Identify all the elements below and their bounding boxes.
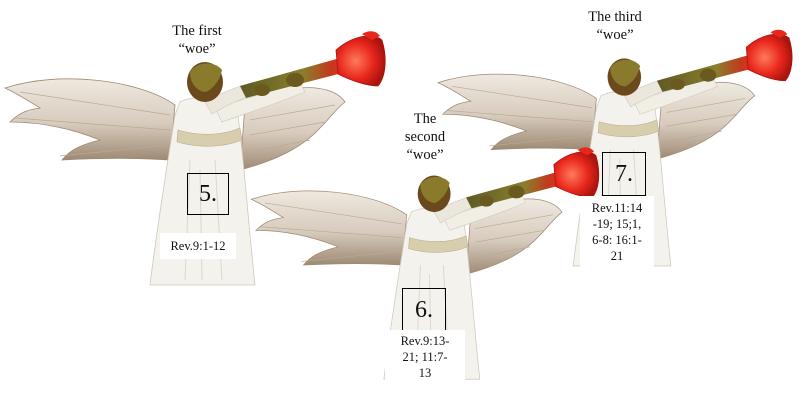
caption-second-woe: The second “woe” [380, 110, 470, 164]
trumpet-number-5: 5. [187, 173, 229, 215]
caption-third-woe: The third “woe” [570, 8, 660, 44]
caption-first-woe: The first “woe” [152, 22, 242, 58]
trumpet-number-7: 7. [602, 152, 646, 196]
scripture-reference-second: Rev.9:13- 21; 11:7- 13 [385, 330, 465, 384]
scripture-reference-first: Rev.9:1-12 [160, 233, 236, 259]
scripture-reference-third: Rev.11:14 -19; 15;1, 6-8: 16:1- 21 [580, 196, 654, 268]
trumpet-number-6: 6. [402, 288, 446, 332]
